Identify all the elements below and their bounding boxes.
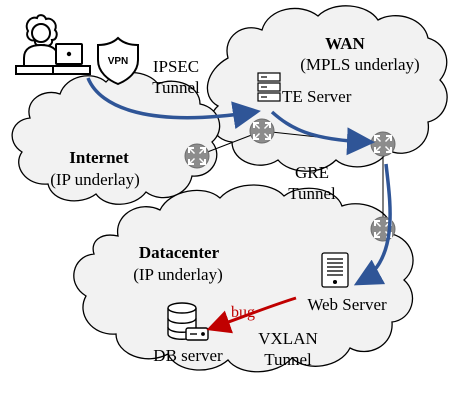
gre-label-line2: Tunnel (288, 184, 336, 203)
wan-ingress-router-icon (249, 118, 275, 144)
user-at-laptop-icon (15, 14, 91, 75)
ipsec-label-line2: Tunnel (152, 78, 200, 97)
db-server-label: DB server (153, 346, 223, 365)
datacenter-tunnel-arrow (353, 163, 392, 286)
wan-title: WAN (325, 34, 365, 53)
te-server-label: TE Server (282, 87, 352, 106)
database-server-icon (167, 302, 209, 341)
internet-router-icon (184, 143, 210, 169)
svg-text:VPN: VPN (108, 56, 129, 67)
ipsec-tunnel-arrow (86, 77, 261, 130)
ipsec-label-line1: IPSEC (153, 57, 199, 76)
datacenter-subtitle: (IP underlay) (133, 265, 223, 284)
vxlan-bug-arrow (206, 296, 297, 334)
web-server-icon (321, 252, 349, 288)
vxlan-label-line2: Tunnel (264, 350, 312, 369)
vpn-shield-icon: VPN (97, 36, 139, 86)
vxlan-label-line1: VXLAN (258, 329, 318, 348)
internet-title: Internet (69, 148, 129, 167)
gre-label-line1: GRE (295, 163, 329, 182)
wan-subtitle: (MPLS underlay) (300, 55, 419, 74)
internet-cloud (11, 71, 221, 205)
datacenter-title: Datacenter (139, 243, 220, 262)
datacenter-cloud (73, 184, 414, 373)
bug-label: bug (231, 304, 255, 321)
internet-subtitle: (IP underlay) (50, 170, 140, 189)
gre-tunnel-arrow (270, 110, 375, 156)
wan-egress-router-icon (370, 131, 396, 157)
web-server-label: Web Server (307, 295, 387, 314)
te-server-icon (257, 72, 281, 102)
